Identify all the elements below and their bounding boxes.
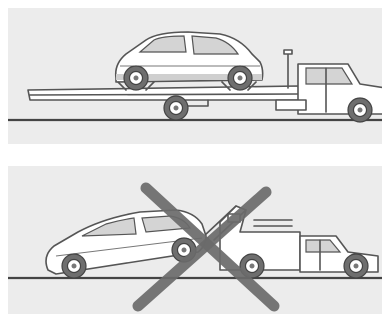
car-front-wheel bbox=[228, 66, 252, 90]
wheel-lift-truck-front-wheel bbox=[344, 254, 368, 278]
flatbed-deck bbox=[28, 86, 300, 106]
flatbed-truck-front-wheel bbox=[348, 98, 372, 122]
car-rear-wheel bbox=[124, 66, 148, 90]
flatbed-towing-scene bbox=[8, 8, 382, 144]
wheel-lift-towing-panel bbox=[8, 166, 382, 314]
flatbed-towing-panel bbox=[8, 8, 382, 144]
flatbed-truck-rear-wheel bbox=[164, 96, 188, 120]
wheel-lift-towing-scene bbox=[8, 166, 382, 314]
lifted-car-rear-wheel bbox=[62, 254, 86, 278]
